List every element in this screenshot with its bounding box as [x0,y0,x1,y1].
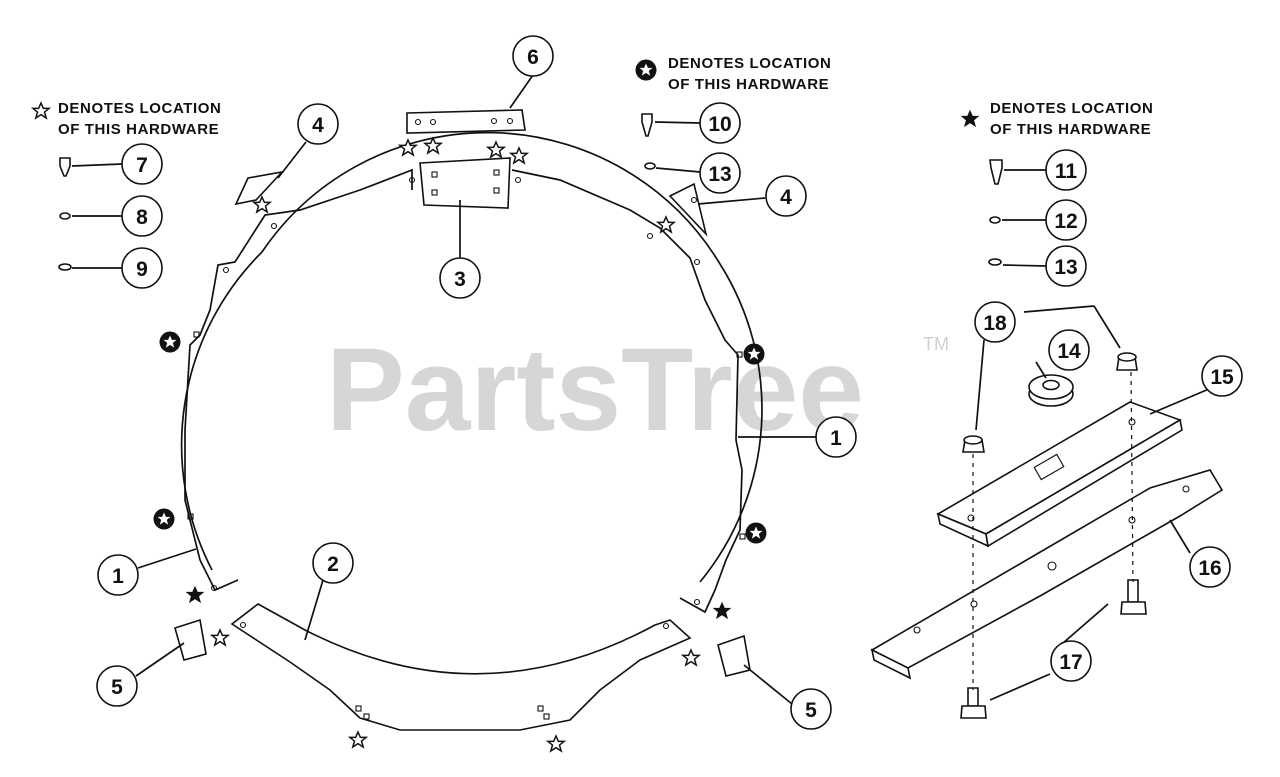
open-star-icon [349,731,367,748]
plate-right-part-5 [717,634,751,677]
bracket-left-part-4 [234,170,285,206]
svg-text:14: 14 [1057,340,1081,363]
callout-17[interactable]: 17 [1050,640,1092,682]
ring-inner-right [699,263,763,583]
callout-5[interactable]: 5 [790,688,832,730]
nut-13 [644,162,656,170]
callout-18[interactable]: 18 [974,301,1016,343]
callout-12[interactable]: 12 [1045,199,1087,241]
bracket-right-part-4 [668,182,708,237]
callout-16[interactable]: 16 [1189,546,1231,588]
svg-text:9: 9 [136,258,148,281]
callout-6[interactable]: 6 [512,35,554,77]
callout-4[interactable]: 4 [765,175,807,217]
legend-circle-star-line2: OF THIS HARDWARE [668,76,829,93]
svg-text:6: 6 [527,46,539,69]
leader-lines [135,74,1217,705]
svg-text:13: 13 [1054,256,1077,279]
plate-left-part-5 [174,618,207,661]
callout-9[interactable]: 9 [121,247,163,289]
open-star-icon [211,629,229,646]
open-star-icon [547,735,565,752]
svg-text:1: 1 [112,565,124,588]
top-plate-part-3 [419,157,511,209]
top-bar-part-6 [406,109,526,134]
svg-text:16: 16 [1198,557,1221,580]
bolt-part-17-a [1127,579,1139,603]
ring-outer-left [184,168,413,592]
carriage-bolt-7 [59,157,71,177]
legend-circle-star-line1: DENOTES LOCATION [668,55,832,72]
svg-text:10: 10 [708,113,731,136]
circle-star-icon [635,59,657,81]
solid-star-icon [186,586,204,603]
open-star-icon [682,649,700,666]
legend-open-star-line1: DENOTES LOCATION [58,100,222,117]
svg-text:17: 17 [1059,651,1082,674]
solid-star-icon [713,602,731,619]
callouts: 6 4 7 8 9 10 13 4 3 1 1 2 5 5 11 12 13 1… [96,35,1243,730]
washer-9 [58,263,72,271]
callout-1[interactable]: 1 [97,554,139,596]
ring-outer-right [511,169,743,614]
circle-star-icon [745,522,767,544]
circle-star-icon [743,343,765,365]
bolt-part-17-b [967,687,979,707]
circle-star-icon [153,508,175,530]
ring-inner-top [261,131,721,265]
ring-inner-left [180,251,263,571]
deck-ring-assembly [180,131,763,731]
svg-text:13: 13 [708,163,731,186]
svg-text:8: 8 [136,206,148,229]
nut-12 [989,216,1001,224]
open-star-icon [657,216,675,233]
svg-text:7: 7 [136,154,148,177]
svg-text:4: 4 [312,114,324,137]
solid-star-icon [961,110,979,127]
legend-solid-star-line1: DENOTES LOCATION [990,100,1154,117]
callout-7[interactable]: 7 [121,143,163,185]
open-star-icon [487,141,505,158]
blade-assembly [870,352,1224,719]
svg-text:4: 4 [780,186,792,209]
callout-11[interactable]: 11 [1045,149,1087,191]
svg-text:3: 3 [454,268,466,291]
callout-15[interactable]: 15 [1201,355,1243,397]
circle-star-icon [159,331,181,353]
legend-solid-star-line2: OF THIS HARDWARE [990,121,1151,138]
svg-text:2: 2 [327,553,339,576]
open-star-icon [32,102,50,119]
callout-2[interactable]: 2 [312,542,354,584]
open-star-icon [424,137,442,154]
callout-10[interactable]: 10 [699,102,741,144]
callout-1[interactable]: 1 [815,416,857,458]
callout-13[interactable]: 13 [699,152,741,194]
hardware-left [58,157,123,271]
legend-open-star-line2: OF THIS HARDWARE [58,121,219,138]
bottom-flange-part-2 [230,603,692,731]
callout-13[interactable]: 13 [1045,245,1087,287]
callout-14[interactable]: 14 [1048,329,1090,371]
svg-text:11: 11 [1055,160,1078,183]
svg-text:5: 5 [111,676,123,699]
watermark-trademark: TM [923,334,949,354]
bolt-11 [989,159,1003,185]
callout-4[interactable]: 4 [297,103,339,145]
callout-5[interactable]: 5 [96,665,138,707]
svg-text:1: 1 [830,427,842,450]
callout-8[interactable]: 8 [121,195,163,237]
svg-text:15: 15 [1210,366,1234,389]
open-star-icon [510,147,528,164]
watermark: PartsTree [326,324,864,456]
nut-8 [59,212,71,220]
svg-text:5: 5 [805,699,817,722]
washer-13 [988,258,1002,266]
bolt-10 [641,113,653,137]
callout-3[interactable]: 3 [439,257,481,299]
svg-text:18: 18 [983,312,1007,335]
svg-text:12: 12 [1054,210,1077,233]
